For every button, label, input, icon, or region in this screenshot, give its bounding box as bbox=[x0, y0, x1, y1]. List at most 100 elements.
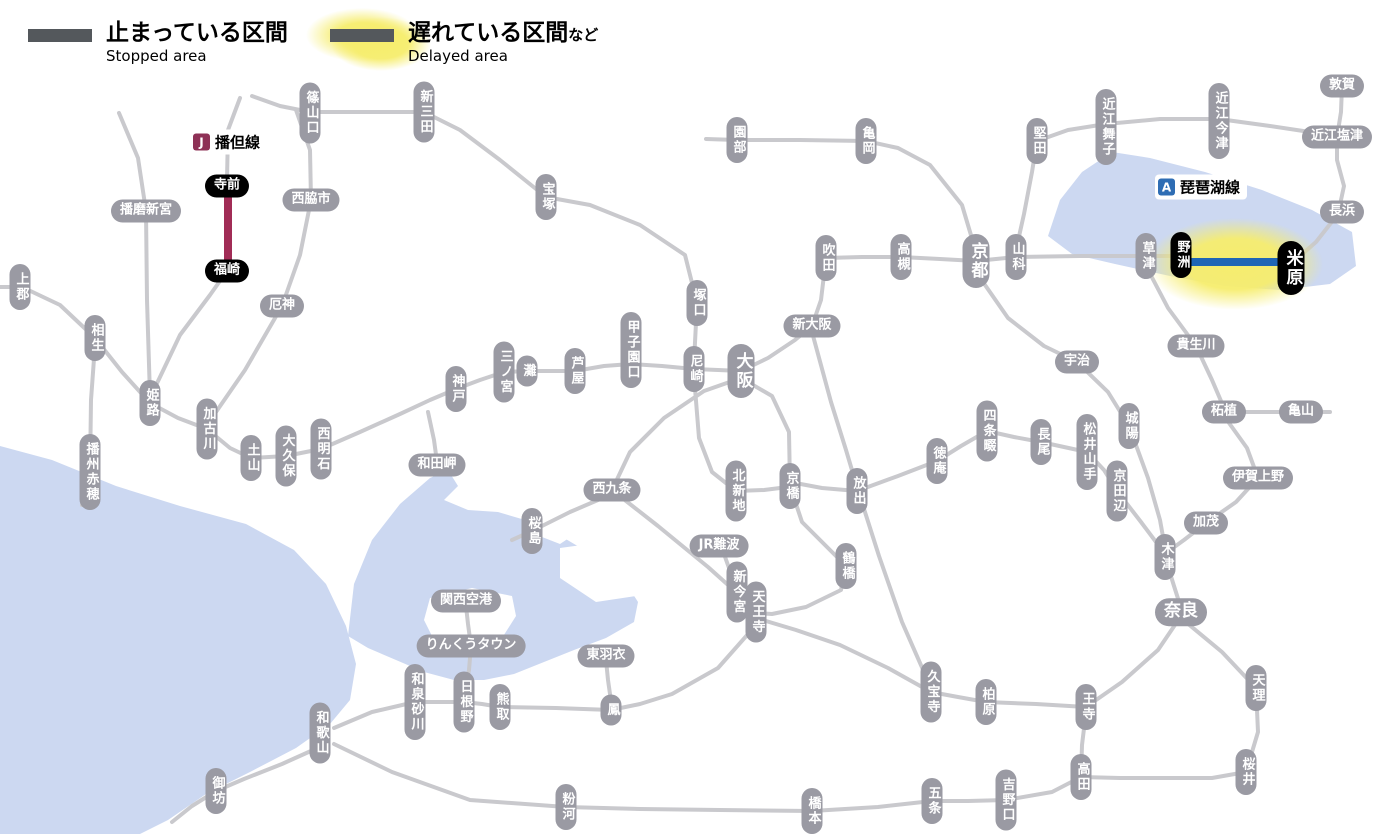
station-pill: 播磨新宮 bbox=[110, 199, 182, 223]
land-island bbox=[560, 542, 640, 602]
station-pill: 日根野 bbox=[453, 671, 475, 733]
station-pill: 京橋 bbox=[779, 463, 801, 509]
station-pill: 四条畷 bbox=[976, 400, 998, 462]
station-pill: 上郡 bbox=[9, 264, 31, 310]
station-pill: 土山 bbox=[240, 435, 262, 481]
station-pill: 近江舞子 bbox=[1095, 89, 1117, 165]
legend-delayed-label: 遅れている区間など bbox=[408, 20, 598, 46]
stopped-bar-icon bbox=[28, 29, 92, 42]
station-highlight: 寺前 bbox=[204, 174, 250, 198]
station-pill: 鶴橋 bbox=[835, 543, 857, 589]
station-pill: 園部 bbox=[726, 117, 748, 163]
station-pill: 西脇市 bbox=[282, 188, 340, 212]
station-pill: 高田 bbox=[1070, 754, 1092, 800]
water-area bbox=[0, 446, 356, 834]
station-pill: 桜島 bbox=[521, 508, 543, 554]
station-pill: 新大阪 bbox=[783, 314, 841, 338]
legend-stopped-label: 止まっている区間 bbox=[106, 20, 288, 46]
station-pill: 草津 bbox=[1135, 233, 1157, 279]
station-pill: 柏原 bbox=[975, 679, 997, 725]
station-pill: 橋本 bbox=[801, 788, 823, 834]
station-pill: 久宝寺 bbox=[920, 661, 942, 723]
station-pill: 堅田 bbox=[1026, 118, 1048, 164]
rail-line-hokuriku bbox=[1289, 84, 1346, 266]
station-pill: 芦屋 bbox=[564, 348, 586, 394]
station-pill: 相生 bbox=[84, 315, 106, 361]
station-pill: 和田岬 bbox=[408, 453, 466, 477]
station-pill: 城陽 bbox=[1118, 403, 1140, 449]
station-pill: 桜井 bbox=[1235, 749, 1257, 795]
rail-line-sagano bbox=[704, 137, 978, 254]
station-pill: 尼崎 bbox=[683, 346, 705, 392]
legend-delayed: 遅れている区間など Delayed area bbox=[305, 8, 598, 66]
rail-line-kakogawa bbox=[205, 108, 313, 427]
station-pill: 西九条 bbox=[583, 478, 641, 502]
station-pill: 和歌山 bbox=[309, 702, 331, 764]
station-pill: 新三田 bbox=[413, 81, 435, 143]
station-pill: 放出 bbox=[846, 468, 868, 514]
legend-stopped-sublabel: Stopped area bbox=[106, 47, 207, 66]
station-pill: 奈良 bbox=[1155, 598, 1207, 626]
line-name: 琵琶湖線 bbox=[1180, 178, 1241, 197]
line-label: A 琵琶湖線 bbox=[1155, 174, 1248, 200]
station-pill: 灘 bbox=[516, 355, 538, 387]
rail-line-kansai-iga bbox=[1164, 414, 1260, 555]
line-badge-icon: J bbox=[193, 133, 210, 151]
station-pill: 長浜 bbox=[1319, 200, 1365, 224]
station-pill: 徳庵 bbox=[926, 438, 948, 484]
legend-stopped: 止まっている区間 Stopped area bbox=[28, 20, 288, 65]
station-pill: りんくうタウン bbox=[416, 634, 526, 658]
station-pill: 五条 bbox=[921, 778, 943, 824]
delayed-bar-icon bbox=[329, 28, 394, 42]
delayed-glow-icon bbox=[305, 8, 418, 62]
rail-line-yamatoji bbox=[754, 614, 1183, 709]
station-pill: 亀岡 bbox=[855, 118, 877, 164]
station-pill: 天王寺 bbox=[745, 581, 767, 643]
line-name: 播但線 bbox=[215, 133, 261, 152]
station-pill: JR難波 bbox=[689, 534, 749, 558]
station-pill: 粉河 bbox=[555, 784, 577, 830]
station-pill: 長尾 bbox=[1030, 419, 1052, 465]
rail-line-tozai bbox=[692, 374, 790, 493]
station-pill: 吹田 bbox=[815, 235, 837, 281]
station-pill: 高槻 bbox=[890, 234, 912, 280]
station-pill: 柘植 bbox=[1201, 400, 1247, 424]
station-pill: 松井山手 bbox=[1076, 414, 1098, 490]
station-pill: 敦賀 bbox=[1319, 74, 1365, 98]
line-label: J 播但線 bbox=[190, 129, 268, 155]
station-pill: 神戸 bbox=[445, 366, 467, 412]
station-pill: 東羽衣 bbox=[577, 644, 635, 668]
legend: 止まっている区間 Stopped area 遅れている区間など Delayed … bbox=[28, 8, 598, 66]
station-pill: 近江今津 bbox=[1208, 83, 1230, 159]
station-pill: 京田辺 bbox=[1106, 460, 1128, 522]
legend-delayed-sublabel: Delayed area bbox=[407, 47, 508, 66]
station-pill: 宝塚 bbox=[535, 174, 557, 220]
station-pill: 加茂 bbox=[1183, 511, 1229, 535]
water-area bbox=[348, 470, 638, 680]
station-pill: 近江塩津 bbox=[1301, 125, 1373, 149]
station-pill: 塚口 bbox=[686, 280, 708, 326]
station-pill: 貴生川 bbox=[1167, 334, 1225, 358]
station-pill: 天理 bbox=[1245, 665, 1267, 711]
station-highlight: 米原 bbox=[1277, 241, 1305, 295]
station-pill: 甲子園口 bbox=[620, 312, 642, 388]
line-badge-icon: A bbox=[1158, 178, 1175, 196]
station-pill: 伊賀上野 bbox=[1222, 466, 1294, 490]
station-pill: 播州赤穂 bbox=[79, 434, 101, 510]
station-pill: 大阪 bbox=[727, 344, 755, 398]
legend-delayed-label-suffix: など bbox=[568, 26, 599, 44]
station-pill: 三ノ宮 bbox=[493, 341, 515, 403]
station-highlight: 野洲 bbox=[1170, 232, 1192, 278]
station-pill: 和泉砂川 bbox=[404, 664, 426, 740]
station-pill: 吉野口 bbox=[995, 769, 1017, 831]
rail-line-bantan-south bbox=[148, 269, 229, 400]
station-pill: 加古川 bbox=[196, 398, 218, 460]
rail-line-nara-line bbox=[974, 270, 1167, 550]
station-pill: 亀山 bbox=[1278, 400, 1324, 424]
station-pill: 北新地 bbox=[725, 460, 747, 522]
station-pill: 熊取 bbox=[489, 684, 511, 730]
station-pill: 山科 bbox=[1005, 234, 1027, 280]
station-pill: 関西空港 bbox=[430, 589, 502, 613]
station-pill: 新今宮 bbox=[726, 561, 748, 623]
station-pill: 大久保 bbox=[275, 425, 297, 487]
